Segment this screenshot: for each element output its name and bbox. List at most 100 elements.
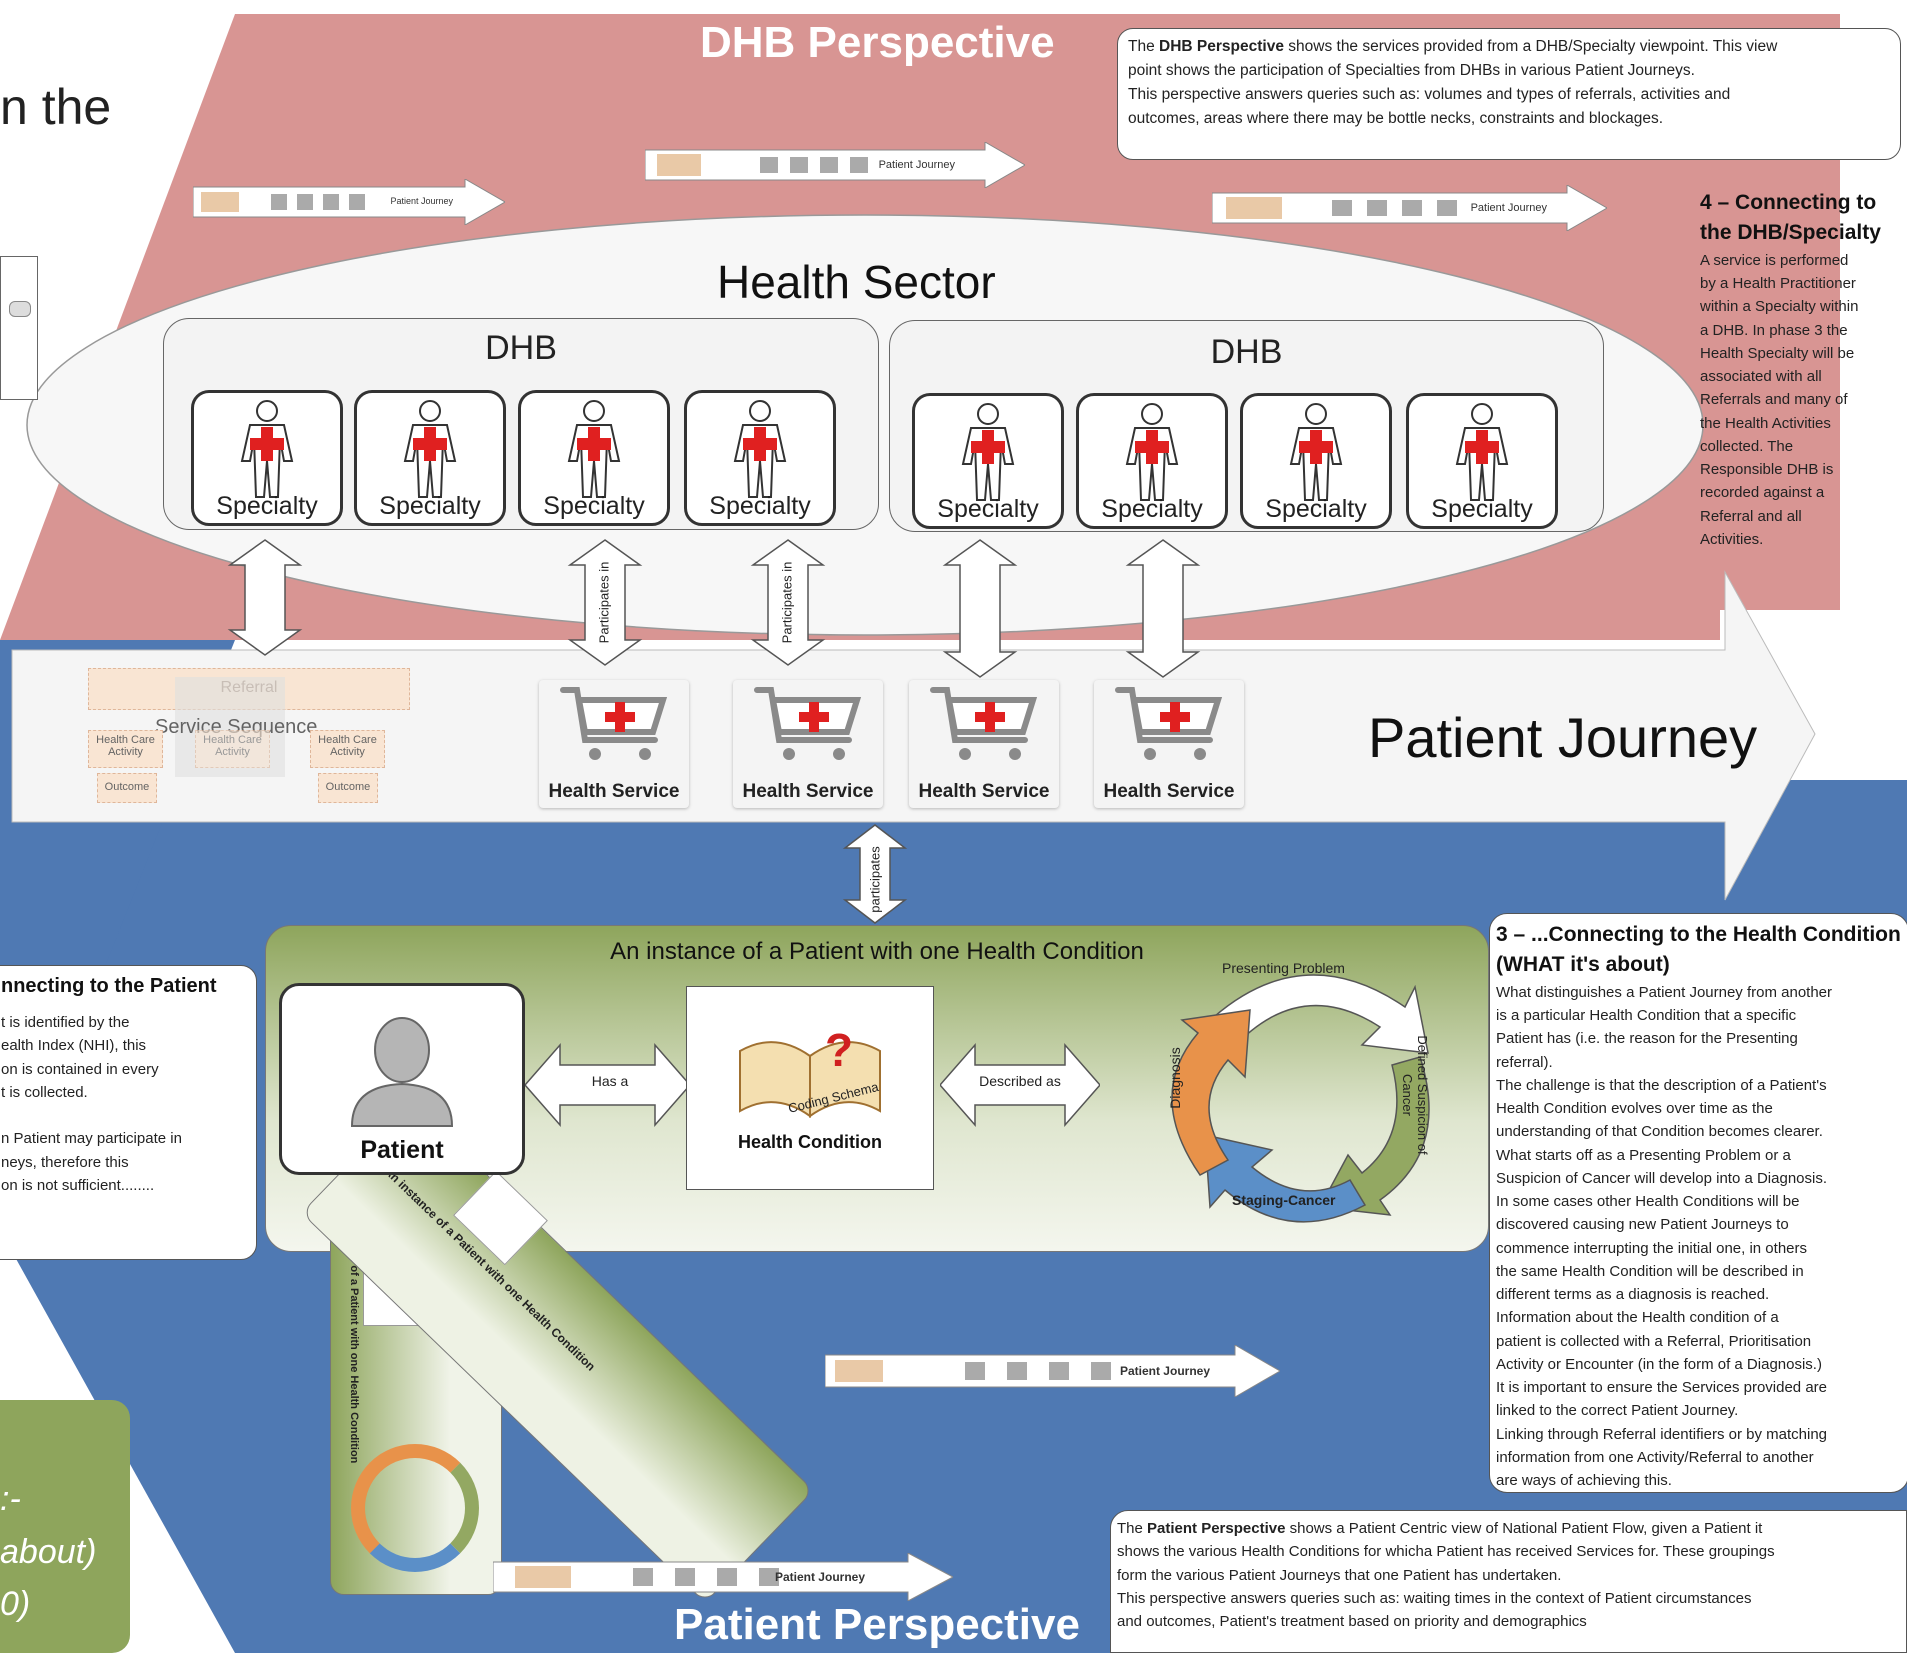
health-condition-sidenote: 3 – ...Connecting to the Health Conditio… xyxy=(1489,913,1907,1493)
shopping-cart-icon xyxy=(560,687,668,760)
note-line: Referral and all xyxy=(1700,507,1802,525)
note-line: associated with all xyxy=(1700,368,1822,386)
practitioner-icon xyxy=(567,400,621,498)
practitioner-icon xyxy=(1289,403,1343,501)
note-line: on is not sufficient........ xyxy=(1,1176,155,1194)
specialty-box: Specialty xyxy=(1406,393,1558,529)
cycle-staging-cancer: Staging-Cancer xyxy=(1232,1192,1336,1208)
health-service-tile: Health Service xyxy=(733,680,883,808)
patient-connect-sidenote: nnecting to the Patient t is identified … xyxy=(0,965,257,1260)
health-condition-label: Health Condition xyxy=(738,1132,882,1152)
health-condition-heading: 3 – ...Connecting to the Health Conditio… xyxy=(1496,923,1901,977)
faded-cart-tile xyxy=(175,677,285,777)
specialty-label: Specialty xyxy=(543,492,645,520)
note-line: t is identified by the xyxy=(1,1014,130,1031)
specialty-label: Specialty xyxy=(1265,495,1367,523)
activity-box-right: Health Care Activity xyxy=(310,730,385,768)
green-partial-box: :-about)0) xyxy=(0,1400,130,1653)
patient-journey-mini-arrow-5: Patient Journey xyxy=(493,1553,953,1601)
note-line: Activities. xyxy=(1700,530,1764,548)
specialty-box: Specialty xyxy=(684,390,836,526)
note-line: patient is collected with a Referral, Pr… xyxy=(1496,1332,1812,1350)
health-condition-box: ? Coding Schema Health Condition xyxy=(686,986,934,1190)
note-line: It is important to ensure the Services p… xyxy=(1496,1379,1827,1397)
health-service-label: Health Service xyxy=(918,781,1050,803)
practitioner-icon xyxy=(403,400,457,498)
patient-journey-mini-arrow-1: Patient Journey xyxy=(193,179,505,225)
note-line: on is contained in every xyxy=(1,1060,159,1078)
health-sector-title: Health Sector xyxy=(717,256,996,308)
specialty-box: Specialty xyxy=(1240,393,1392,529)
note-line: t is collected. xyxy=(1,1083,88,1101)
health-service-tile: Health Service xyxy=(1094,680,1244,808)
health-service-label: Health Service xyxy=(742,781,874,803)
activity-box-mid: Health Care Activity xyxy=(195,730,270,768)
note-line: is a particular Health Condition that a … xyxy=(1496,1007,1797,1025)
outcome-box-right: Outcome xyxy=(318,773,378,803)
practitioner-icon xyxy=(240,400,294,498)
specialty-label: Specialty xyxy=(216,492,318,520)
note-line: Health Condition evolves over time as th… xyxy=(1496,1100,1773,1118)
note-line: neys, therefore this xyxy=(1,1153,129,1171)
note-line: Suspicion of Cancer will develop into a … xyxy=(1496,1169,1828,1187)
patient-journey-mini-arrow-2: Patient Journey xyxy=(645,142,1025,188)
note-line: by a Health Practitioner xyxy=(1700,275,1856,293)
cycle-presenting-problem: Presenting Problem xyxy=(1222,960,1345,976)
health-service-tile: Health Service xyxy=(539,680,689,808)
note-line: The challenge is that the description of… xyxy=(1496,1076,1827,1094)
note-line: A service is performed xyxy=(1700,251,1849,269)
note-line: linked to the correct Patient Journey. xyxy=(1496,1402,1739,1420)
practitioner-icon xyxy=(961,403,1015,501)
shopping-cart-icon xyxy=(1115,687,1223,760)
patient-connect-heading: nnecting to the Patient xyxy=(1,975,217,997)
specialty-label: Specialty xyxy=(937,495,1039,523)
outcome-box-left: Outcome xyxy=(97,773,157,803)
patient-perspective-title: Patient Perspective xyxy=(674,1600,1080,1649)
has-a-arrow xyxy=(525,1043,690,1127)
participates-in-label-1: Participates in xyxy=(596,561,612,644)
note-line: information from one Activity/Referral t… xyxy=(1496,1448,1814,1466)
note-line: Patient has (i.e. the reason for the Pre… xyxy=(1496,1030,1798,1048)
practitioner-icon xyxy=(1455,403,1509,501)
specialty-box: Specialty xyxy=(518,390,670,526)
patient-instance-title: An instance of a Patient with one Health… xyxy=(610,938,1144,965)
service-sequence-title: Service Sequence xyxy=(155,716,318,738)
note-line: understanding of that Condition becomes … xyxy=(1496,1123,1823,1141)
note-line: ealth Index (NHI), this xyxy=(1,1037,147,1055)
specialty-box: Specialty xyxy=(191,390,343,526)
note-line: Referrals and many of xyxy=(1700,391,1848,409)
patient-journey-mini-arrow-4: Patient Journey xyxy=(825,1345,1280,1397)
note-line: discovered causing new Patient Journeys … xyxy=(1496,1216,1789,1234)
shopping-cart-icon xyxy=(754,687,862,760)
shopping-cart-icon xyxy=(930,687,1038,760)
mini-cycle xyxy=(351,1444,479,1572)
patient-label: Patient xyxy=(360,1136,444,1164)
cycle-defined-suspicion: Defined Suspicion of Cancer xyxy=(1400,1035,1430,1155)
specialty-label: Specialty xyxy=(379,492,481,520)
participates-in-label-2: Participates in xyxy=(779,561,795,644)
svg-text:?: ? xyxy=(825,1024,853,1076)
note-line: referral). xyxy=(1496,1053,1553,1071)
patient-journey-mini-arrow-3: Patient Journey xyxy=(1212,185,1607,231)
dhb-label: DHB xyxy=(485,329,557,367)
practitioner-icon xyxy=(733,400,787,498)
note-line: Health Specialty will be xyxy=(1700,344,1855,362)
dhb-specialty-heading: 4 – Connecting to the DHB/Specialty xyxy=(1700,191,1881,245)
activity-box-left: Health Care Activity xyxy=(88,730,163,768)
note-line: Information about the Health condition o… xyxy=(1496,1309,1779,1327)
dhb-label: DHB xyxy=(1210,333,1283,371)
note-line: within a Specialty within xyxy=(1700,298,1859,316)
specialty-box: Specialty xyxy=(354,390,506,526)
note-line xyxy=(1,1104,250,1127)
note-line: 0) xyxy=(0,1585,31,1624)
note-line: the same Health Condition will be descri… xyxy=(1496,1262,1804,1280)
note-line: What starts off as a Presenting Problem … xyxy=(1496,1146,1791,1164)
participates-label: participates xyxy=(867,846,883,913)
referral-box: Referral xyxy=(88,668,410,710)
note-line: Activity or Encounter (in the form of a … xyxy=(1496,1355,1822,1373)
note-line: Linking through Referral identifiers or … xyxy=(1496,1425,1828,1443)
practitioner-icon xyxy=(1125,403,1179,501)
patient-box: Patient xyxy=(279,983,525,1175)
note-line: the Health Activities xyxy=(1700,414,1831,432)
note-line: different terms as a diagnosis is reache… xyxy=(1496,1286,1770,1304)
